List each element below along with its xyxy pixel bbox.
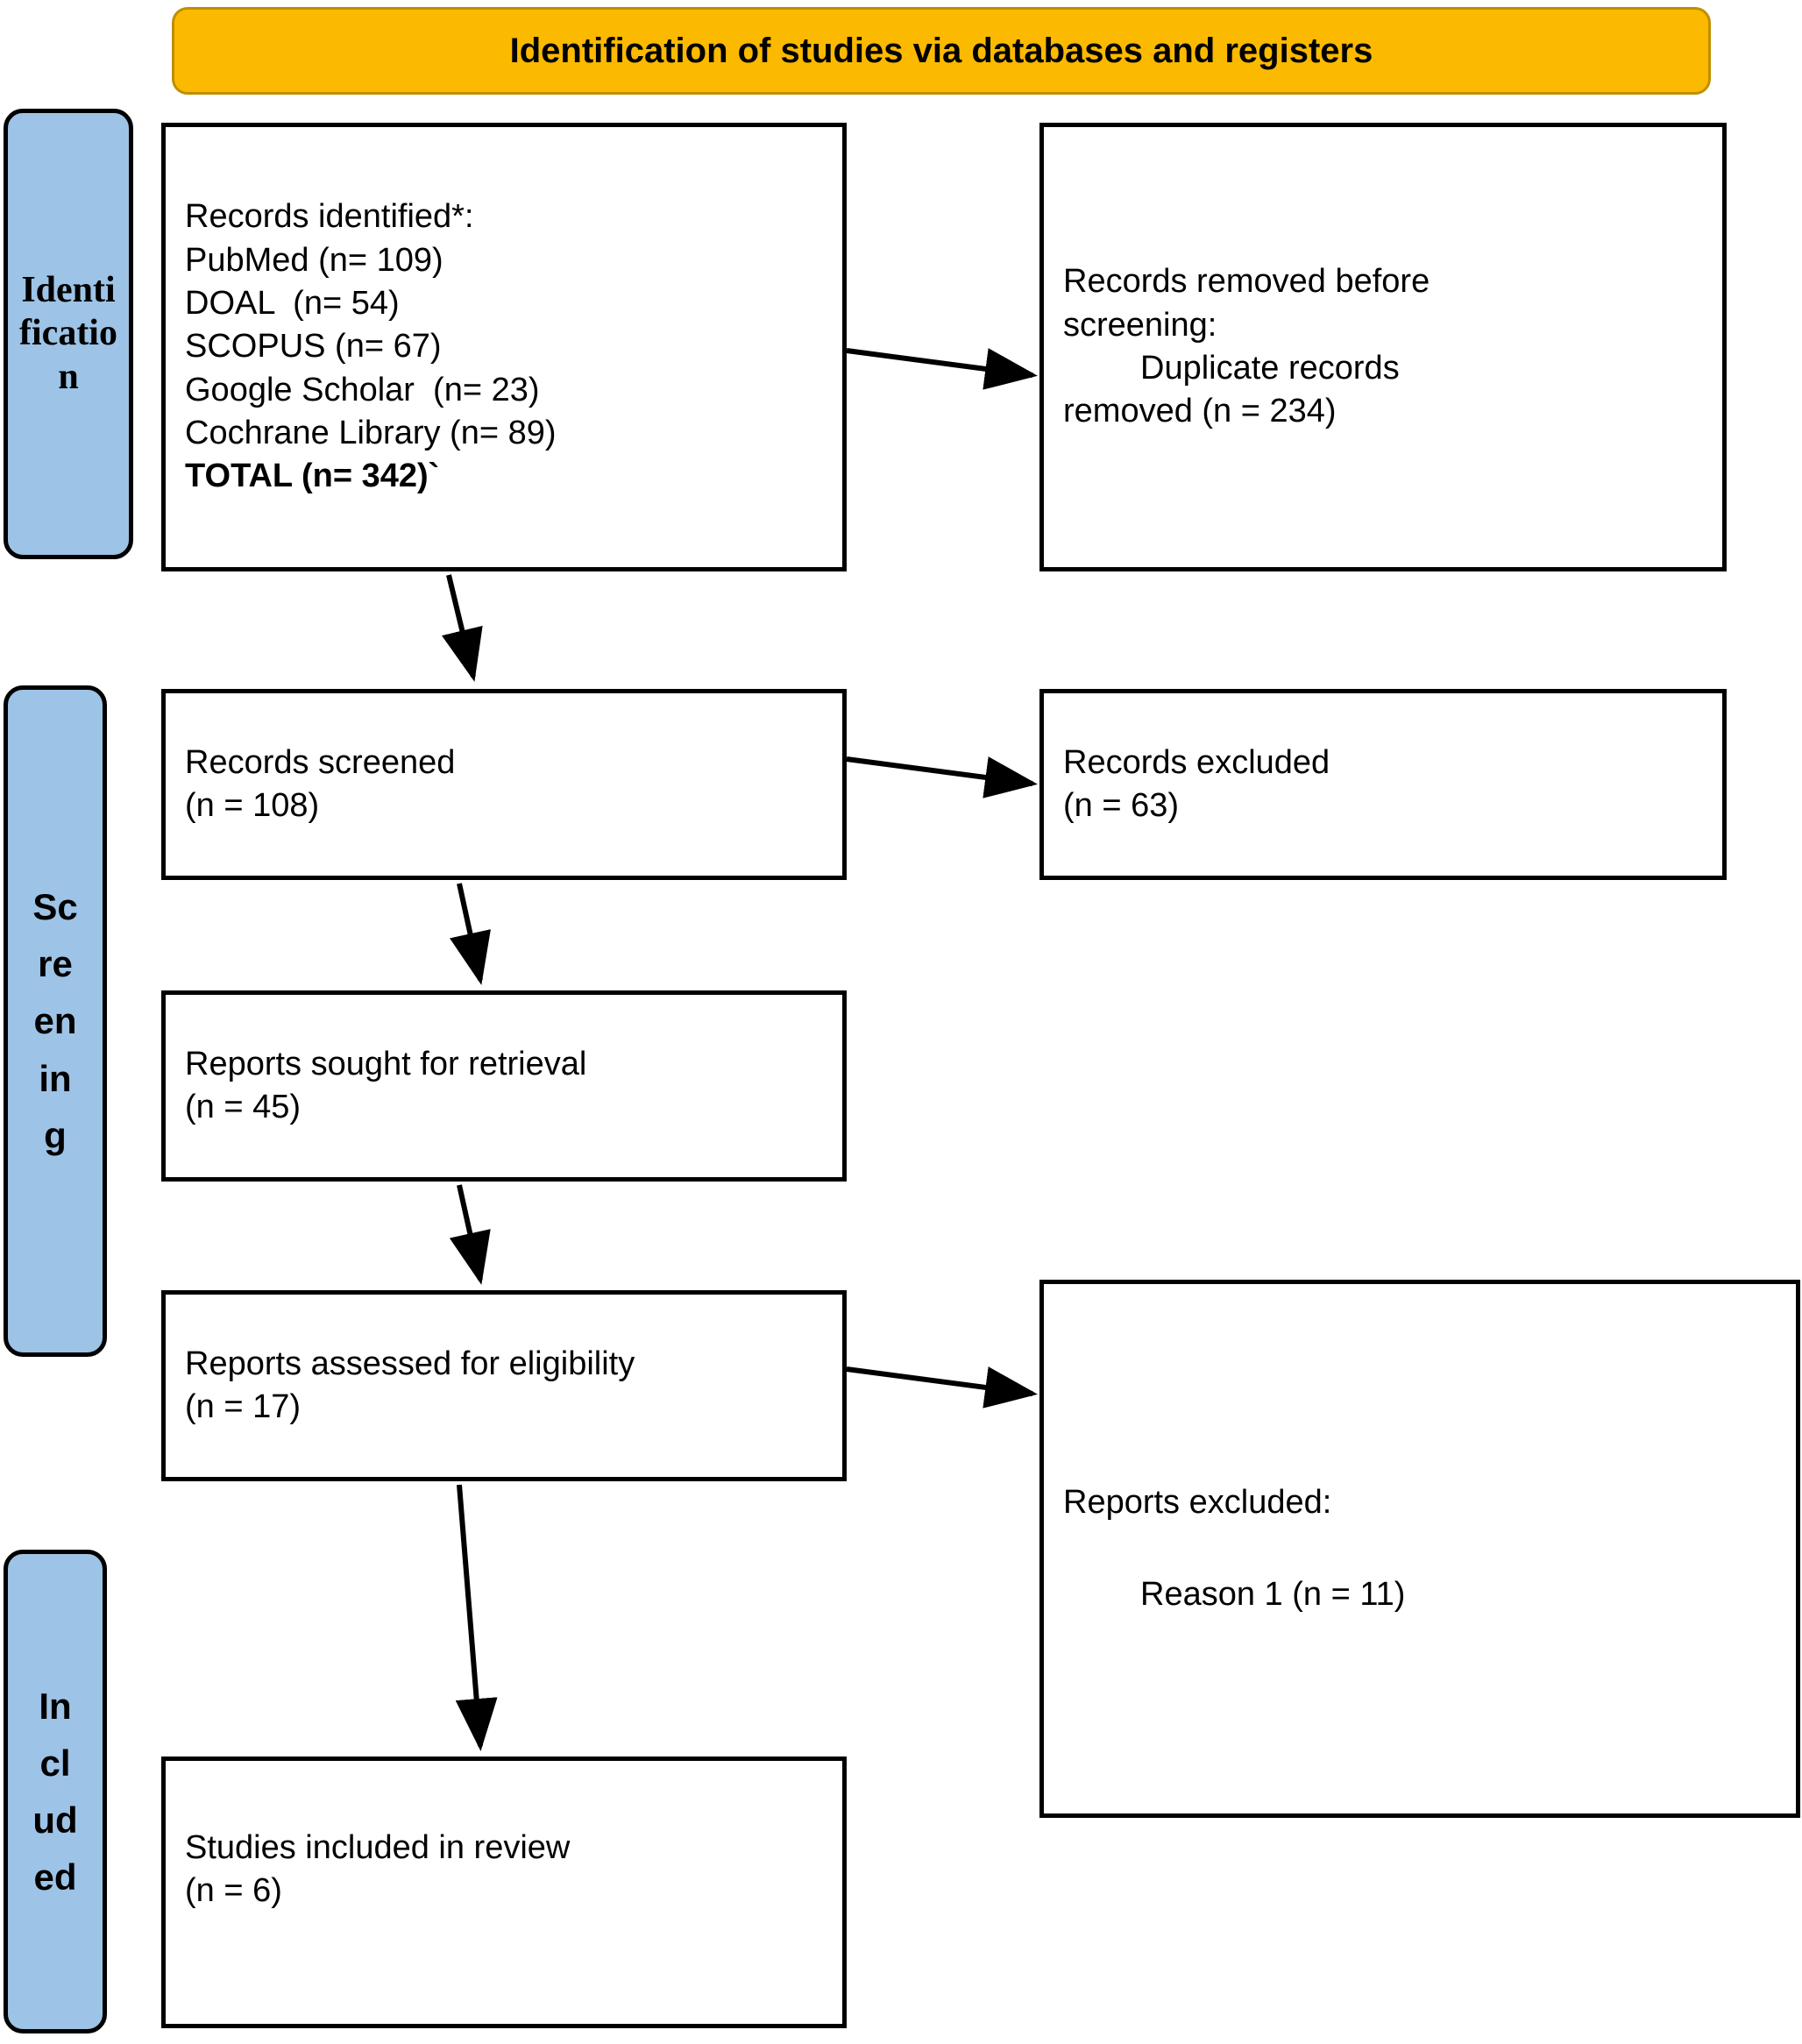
- arrow-identified-to-removed: [846, 348, 1038, 390]
- records-removed-line-3: Duplicate records: [1140, 350, 1400, 387]
- stage-rail-included-label: Included: [32, 1685, 78, 1899]
- reports-assessed-count: (n = 17): [185, 1388, 302, 1425]
- stage-rail-screening: Screening: [4, 685, 107, 1357]
- records-identified-source-pubmed: PubMed (n= 109): [185, 241, 443, 279]
- page-title: Identification of studies via databases …: [509, 31, 1373, 70]
- arrow-sought-to-assessed: [449, 1184, 491, 1285]
- reports-excluded-label: Reports excluded:: [1063, 1483, 1332, 1521]
- records-screened-count: (n = 108): [185, 787, 320, 824]
- stage-rail-identification-label: Identification: [19, 269, 117, 397]
- records-identified-heading: Records identified*:: [185, 198, 474, 236]
- records-identified-source-doal: DOAL (n= 54): [185, 284, 400, 322]
- box-records-screened: Records screened (n = 108): [161, 689, 847, 880]
- records-removed-line-2: screening:: [1044, 304, 1722, 347]
- records-identified-source-scopus: SCOPUS (n= 67): [185, 328, 442, 366]
- box-studies-included-in-review: Studies included in review (n = 6): [161, 1757, 847, 2028]
- arrow-identified-to-screened: [441, 574, 483, 682]
- diagram-title-banner: Identification of studies via databases …: [172, 7, 1711, 95]
- reports-sought-label: Reports sought for retrieval: [185, 1045, 587, 1082]
- records-removed-text-before: before: [1335, 263, 1430, 301]
- records-removed-line-4: removed (n = 234): [1063, 393, 1337, 430]
- records-identified-total: TOTAL (n= 342)`: [185, 458, 440, 495]
- records-screened-label: Records screened: [185, 743, 456, 781]
- records-excluded-label: Records excluded: [1063, 743, 1330, 781]
- reports-sought-count: (n = 45): [185, 1089, 302, 1125]
- reports-excluded-spacer: [1044, 1524, 1796, 1573]
- records-removed-text-a: Records removed: [1063, 263, 1336, 301]
- records-identified-source-google-scholar: Google Scholar (n= 23): [185, 371, 540, 408]
- arrow-assessed-to-studies-included: [455, 1484, 498, 1751]
- box-records-excluded: Records excluded (n = 63): [1039, 689, 1727, 880]
- box-reports-sought-for-retrieval: Reports sought for retrieval (n = 45): [161, 990, 847, 1182]
- arrow-screened-to-excluded: [846, 756, 1038, 798]
- records-excluded-count: (n = 63): [1063, 787, 1180, 824]
- box-records-identified: Records identified*: PubMed (n= 109) DOA…: [161, 123, 847, 571]
- stage-rail-screening-label: Screening: [32, 886, 78, 1156]
- records-removed-line-1: Records removed before: [1044, 260, 1722, 303]
- box-records-removed-before-screening: Records removed before screening: Duplic…: [1039, 123, 1727, 571]
- box-reports-assessed-for-eligibility: Reports assessed for eligibility (n = 17…: [161, 1290, 847, 1481]
- reports-assessed-label: Reports assessed for eligibility: [185, 1345, 635, 1382]
- stage-rail-included: Included: [4, 1550, 107, 2033]
- records-identified-source-cochrane: Cochrane Library (n= 89): [185, 415, 557, 452]
- records-removed-text-colon: :: [1207, 306, 1217, 344]
- box-reports-excluded: Reports excluded: Reason 1 (n = 11): [1039, 1280, 1800, 1818]
- studies-included-count: (n = 6): [185, 1872, 282, 1909]
- stage-rail-identification: Identification: [4, 109, 133, 559]
- studies-included-label: Studies included in review: [185, 1828, 571, 1866]
- reports-excluded-reason-1: Reason 1 (n = 11): [1140, 1576, 1406, 1613]
- records-removed-text-screening: screening: [1063, 306, 1208, 344]
- arrow-assessed-to-reports-excluded: [846, 1366, 1038, 1409]
- arrow-screened-to-sought: [450, 883, 491, 985]
